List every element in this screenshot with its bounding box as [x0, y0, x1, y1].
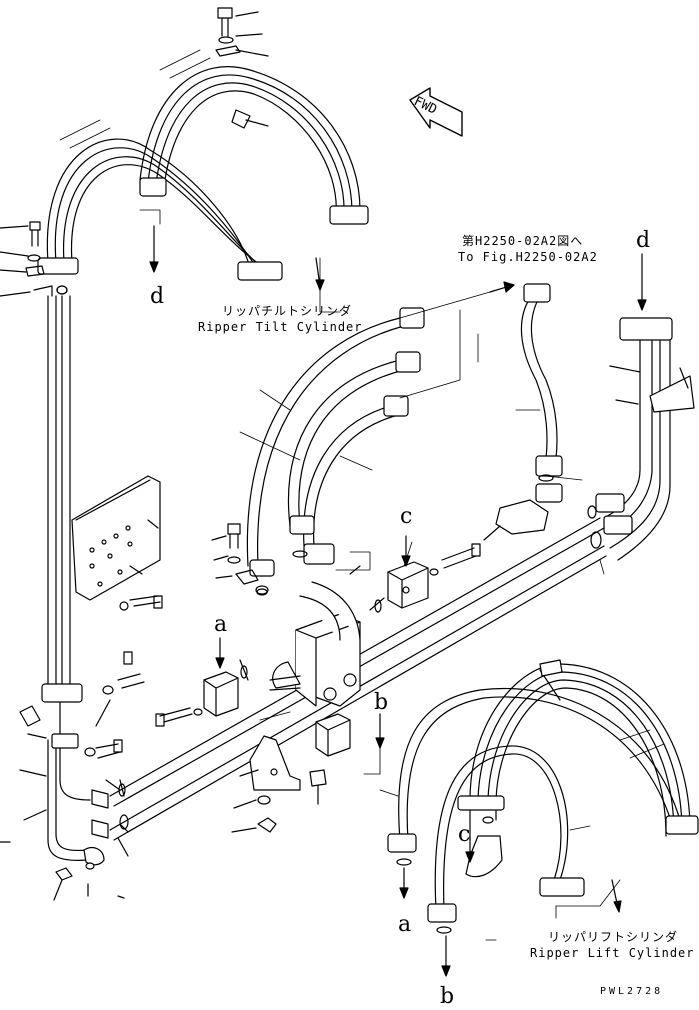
bolts-mid-left: [84, 651, 145, 899]
small-block-c: [203, 561, 429, 757]
lift-caption-en: Ripper Lift Cylinder: [530, 946, 695, 960]
fig-ref-jp: 第H2250-02A2図へ: [462, 234, 584, 248]
ref-c-lower: c: [458, 822, 471, 847]
right-upper-fittings: [595, 317, 695, 535]
mounting-plate: [71, 475, 163, 611]
tilt-hose-arches: [46, 66, 361, 275]
bolt-column-left: [0, 221, 68, 297]
left-clamps-fittings: [0, 683, 109, 901]
reference-arrows: [149, 225, 647, 977]
ref-d-right: d: [636, 228, 651, 253]
ref-b-bottom: b: [440, 984, 455, 1009]
lift-hose-arches: [398, 663, 691, 911]
tilt-caption-en: Ripper Tilt Cylinder: [198, 320, 363, 334]
bolt-stack-top: [215, 7, 269, 129]
o-rings: [56, 285, 602, 934]
fig-ref-en: To Fig.H2250-02A2: [458, 250, 598, 264]
ref-a-left: a: [214, 612, 228, 637]
ref-d-top: d: [150, 284, 165, 309]
lift-caption-jp: リッパリフトシリンダ: [548, 930, 679, 944]
ref-a-bottom: a: [398, 912, 412, 937]
ref-b-mid: b: [374, 690, 389, 715]
bracket-center: [231, 735, 327, 833]
ref-c-mid: c: [400, 504, 413, 529]
valve-block: [269, 581, 361, 707]
center-hose-fittings: [249, 283, 563, 577]
tilt-hose-fittings: [37, 177, 369, 281]
lift-hose-fittings: [387, 659, 699, 923]
drawing-code: PWL2728: [600, 986, 664, 997]
vertical-pipes-left: [47, 295, 91, 861]
tilt-caption-jp: リッパチルトシリンダ: [222, 304, 353, 318]
fwd-arrow-icon: [409, 87, 463, 137]
leader-lines: [59, 49, 665, 941]
